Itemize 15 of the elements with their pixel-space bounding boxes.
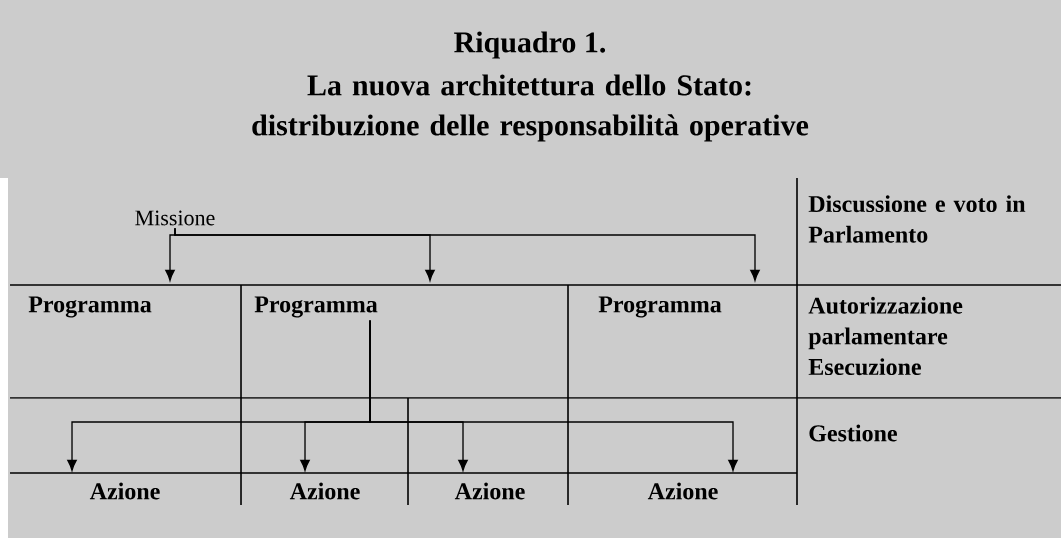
title: Riquadro 1.	[454, 31, 606, 59]
action-cell: Azione	[289, 482, 360, 500]
program-cell: Programma	[28, 296, 152, 318]
row-label: Autorizzazione parlamentare Esecuzione	[808, 296, 963, 376]
heading: La nuova architettura dello Stato: distribuzione delle responsabilità operative	[252, 74, 809, 142]
arrow	[369, 319, 738, 472]
action-cell: Azione	[89, 482, 160, 500]
missione-text: Missione	[135, 210, 215, 226]
program-cell: Programma	[598, 296, 722, 318]
row-label: Discussione e voto in Parlamento	[808, 195, 1026, 243]
program-cell: Programma	[254, 296, 378, 318]
action-cell: Azione	[647, 482, 718, 500]
action-cell: Azione	[454, 482, 525, 500]
arrow	[174, 227, 760, 282]
row-label: Gestione	[809, 424, 897, 442]
